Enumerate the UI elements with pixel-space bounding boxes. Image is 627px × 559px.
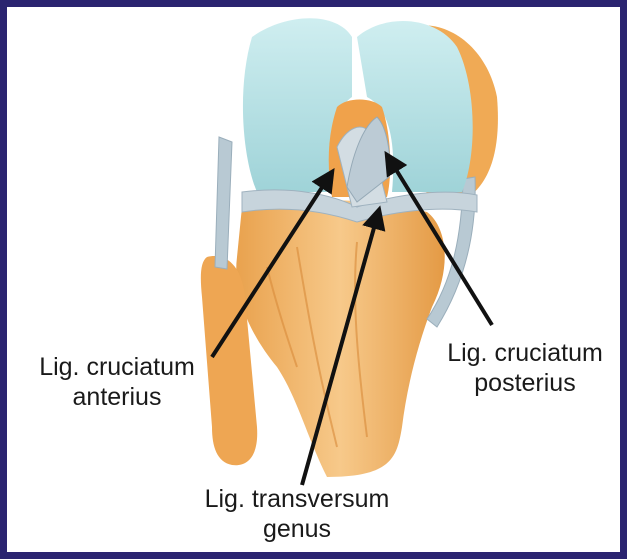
label-posterior-line1: Lig. cruciatum — [425, 338, 620, 368]
knee-joint-illustration — [7, 7, 620, 552]
label-posterior-line2: posterius — [425, 368, 620, 398]
label-transverse-line1: Lig. transversum — [147, 484, 447, 514]
label-transverse-line2: genus — [147, 514, 447, 544]
label-posterior-cruciate: Lig. cruciatum posterius — [425, 338, 620, 398]
label-transverse-ligament: Lig. transversum genus — [147, 484, 447, 544]
label-anterior-line1: Lig. cruciatum — [7, 352, 227, 382]
label-anterior-cruciate: Lig. cruciatum anterius — [7, 352, 227, 412]
lateral-collateral-ligament — [215, 137, 232, 269]
tibia-bone — [236, 200, 445, 477]
label-anterior-line2: anterius — [7, 382, 227, 412]
illustration-frame: Lig. cruciatum anterius Lig. cruciatum p… — [7, 7, 620, 552]
